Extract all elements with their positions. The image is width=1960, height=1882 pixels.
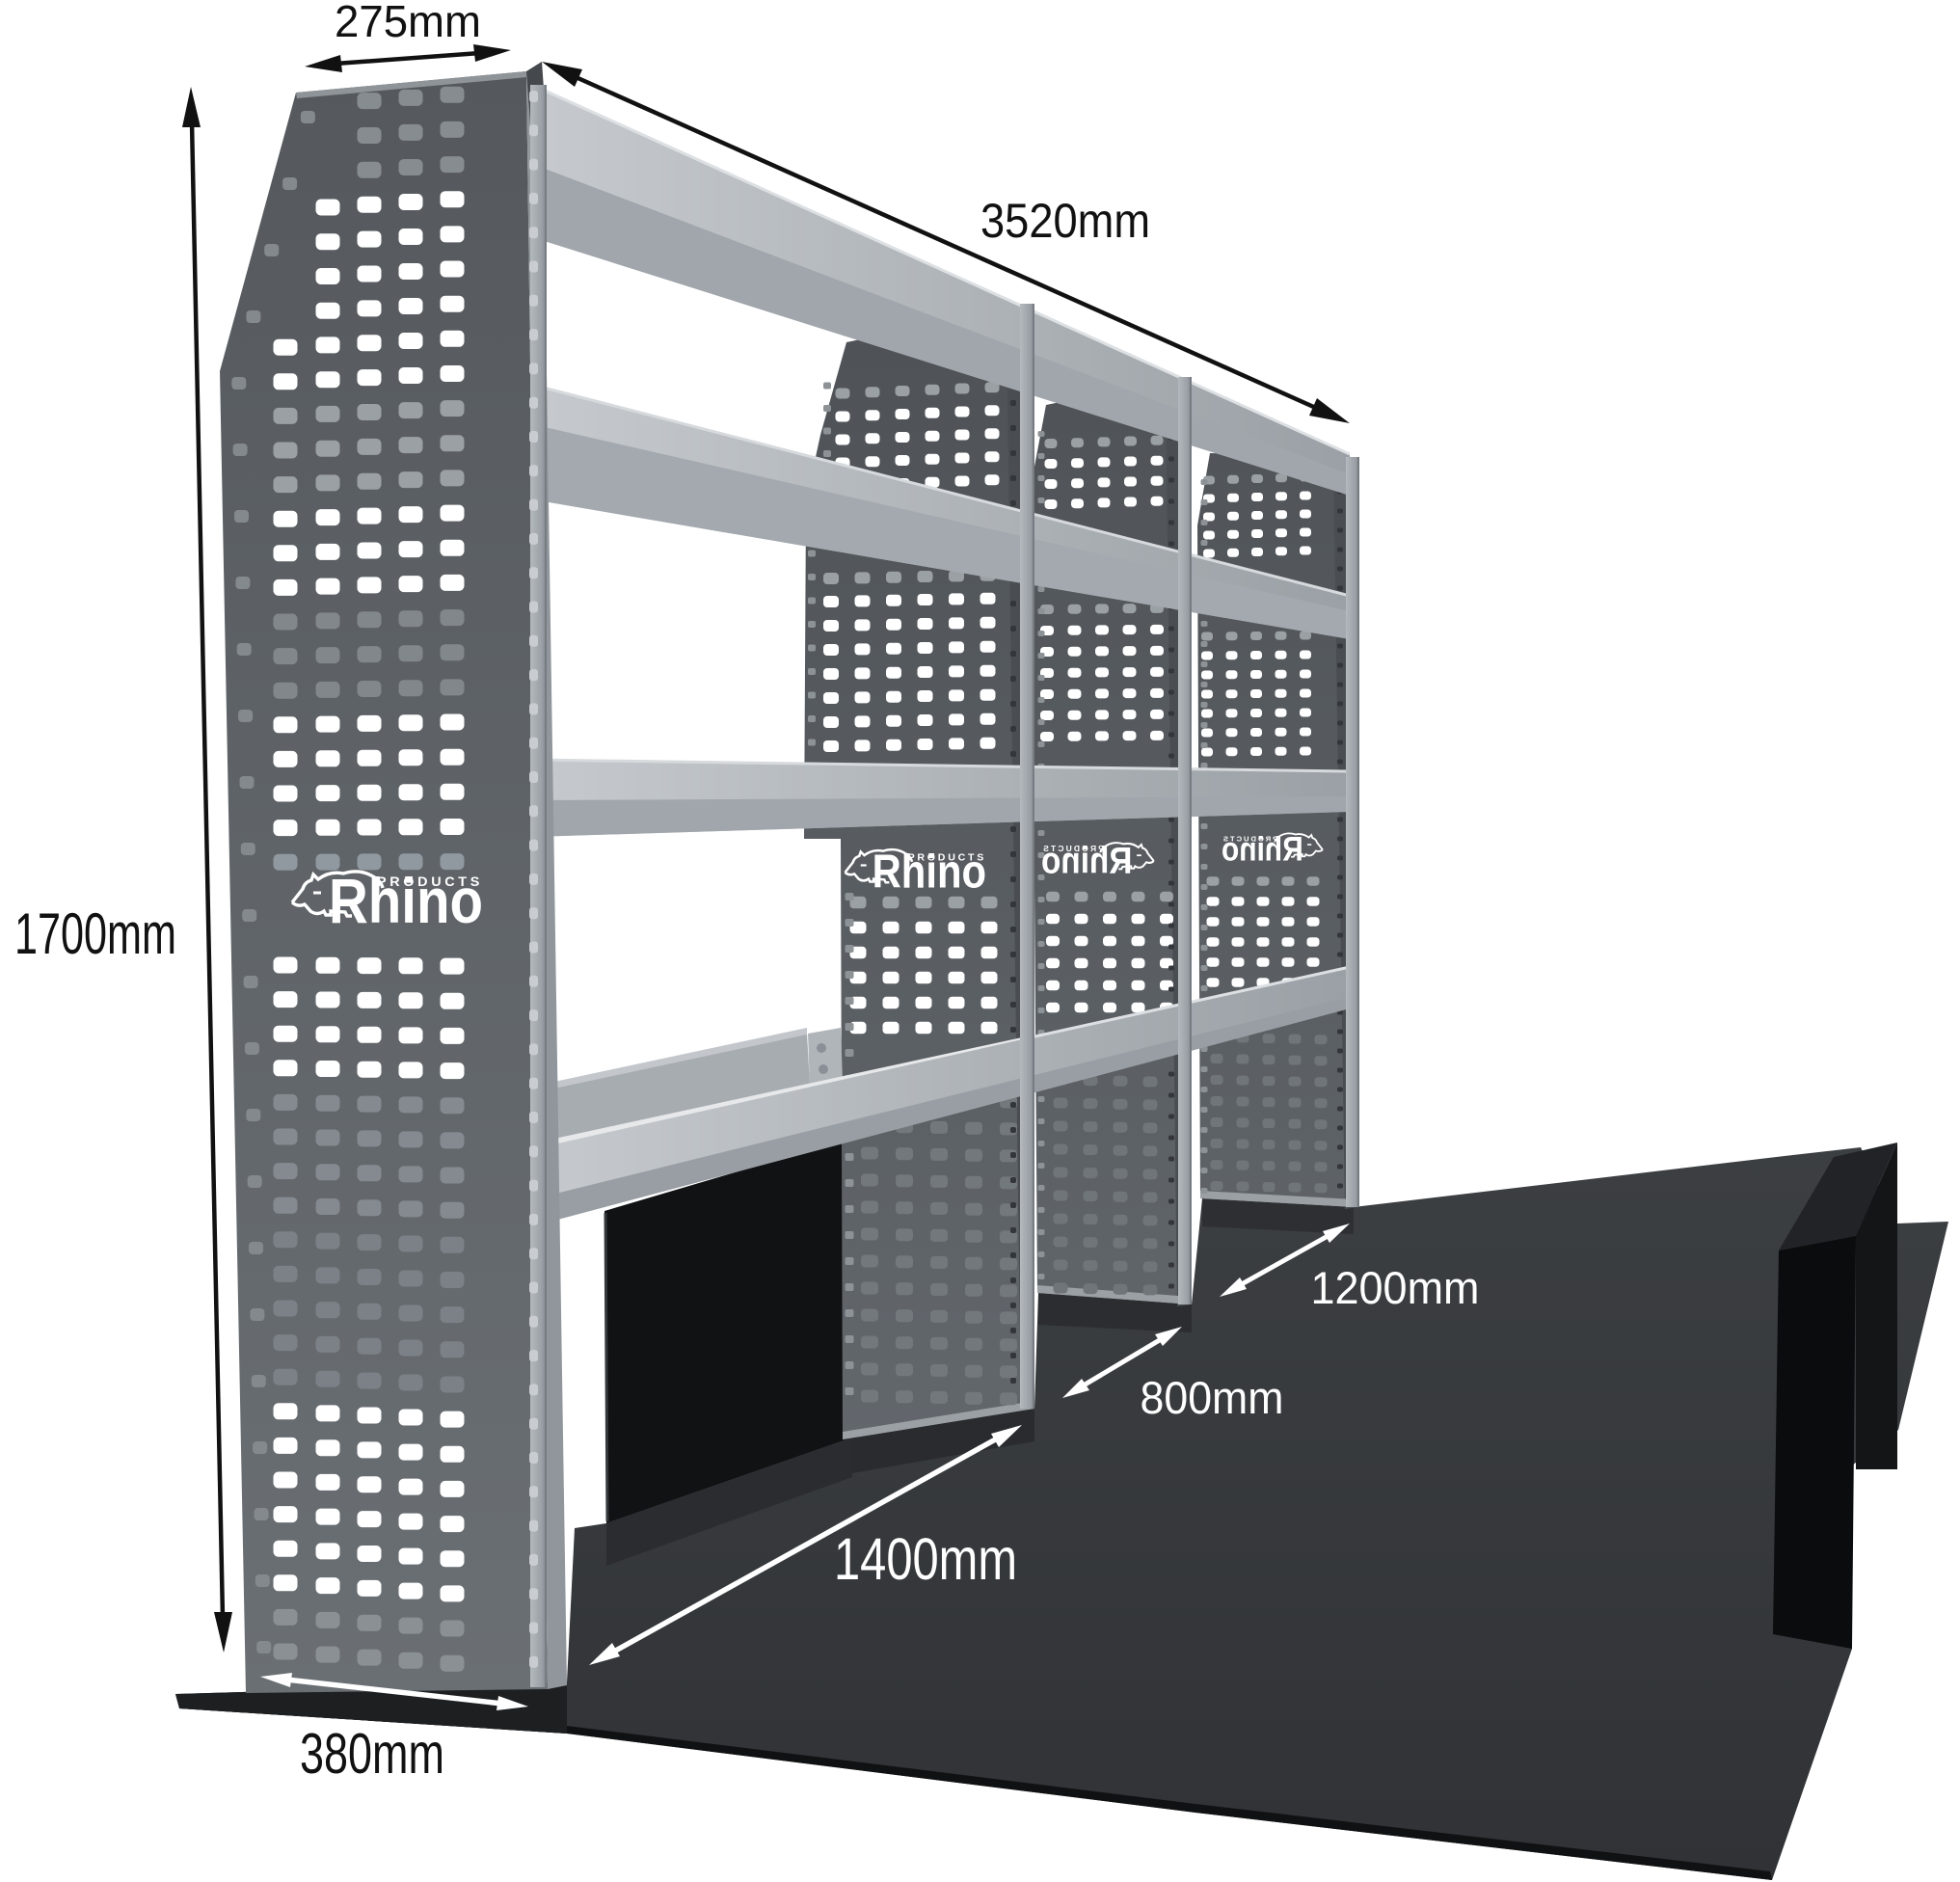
svg-text:Rhino: Rhino: [873, 846, 986, 898]
svg-text:3520mm: 3520mm: [980, 194, 1150, 248]
svg-text:Rhino: Rhino: [1222, 830, 1303, 868]
svg-text:1400mm: 1400mm: [834, 1526, 1017, 1592]
svg-text:1700mm: 1700mm: [14, 901, 176, 966]
svg-text:Rhino: Rhino: [329, 865, 483, 936]
svg-text:PRODUCTS: PRODUCTS: [1041, 845, 1104, 853]
svg-text:PRODUCTS: PRODUCTS: [908, 852, 986, 863]
svg-text:1200mm: 1200mm: [1311, 1262, 1480, 1313]
svg-text:380mm: 380mm: [300, 1722, 444, 1786]
svg-text:800mm: 800mm: [1141, 1372, 1284, 1423]
svg-text:PRODUCTS: PRODUCTS: [1222, 834, 1277, 843]
svg-text:275mm: 275mm: [335, 0, 481, 46]
svg-text:Rhino: Rhino: [1041, 840, 1132, 881]
svg-text:PRODUCTS: PRODUCTS: [377, 874, 483, 889]
